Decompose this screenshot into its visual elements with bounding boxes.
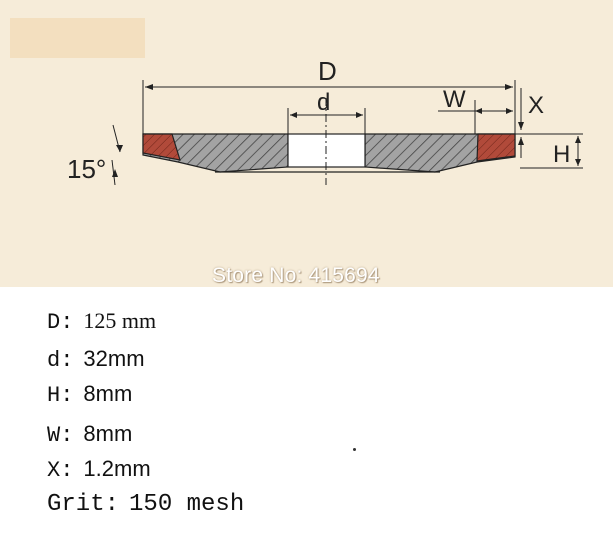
spec-row-height: H: 8mm: [47, 381, 132, 408]
spec-row-width: W: 8mm: [47, 421, 132, 448]
spec-value: 8mm: [83, 381, 133, 406]
dimension-H: [515, 133, 583, 169]
spec-value: 32mm: [83, 346, 145, 371]
spec-key: D:: [47, 310, 74, 335]
label-D: D: [318, 56, 337, 86]
dimension-W: [438, 100, 513, 134]
spec-value: 8mm: [83, 421, 133, 446]
spec-row-diameter: D: 125 mm: [47, 308, 156, 335]
label-X: X: [528, 92, 544, 119]
title-patch: [10, 18, 145, 58]
label-H: H: [553, 141, 570, 168]
dimension-D: [142, 80, 516, 134]
angle-15-marker: [111, 124, 123, 186]
label-d: d: [317, 89, 330, 116]
abrasive-rim: [142, 133, 516, 162]
spec-key: Grit:: [47, 491, 120, 518]
stray-dot: [353, 448, 356, 451]
spec-key: W:: [47, 423, 74, 448]
wheel-body: [142, 133, 516, 173]
label-W: W: [443, 86, 466, 113]
dimension-X: [518, 88, 524, 158]
spec-value: 1.2mm: [83, 456, 151, 481]
spec-key: H:: [47, 383, 74, 408]
store-watermark: Store No: 415694: [212, 264, 380, 287]
wheel-cross-section-diagram: D d W X H 15°: [67, 56, 583, 186]
spec-row-x: X: 1.2mm: [47, 456, 151, 483]
spec-value: 150 mesh: [129, 491, 245, 518]
spec-row-bore: d: 32mm: [47, 346, 145, 373]
spec-key: d:: [47, 348, 74, 373]
spec-key: X:: [47, 458, 74, 483]
label-angle-15: 15°: [67, 154, 106, 184]
spec-value: 125 mm: [83, 308, 157, 333]
spec-row-grit: Grit: 150 mesh: [47, 490, 244, 518]
